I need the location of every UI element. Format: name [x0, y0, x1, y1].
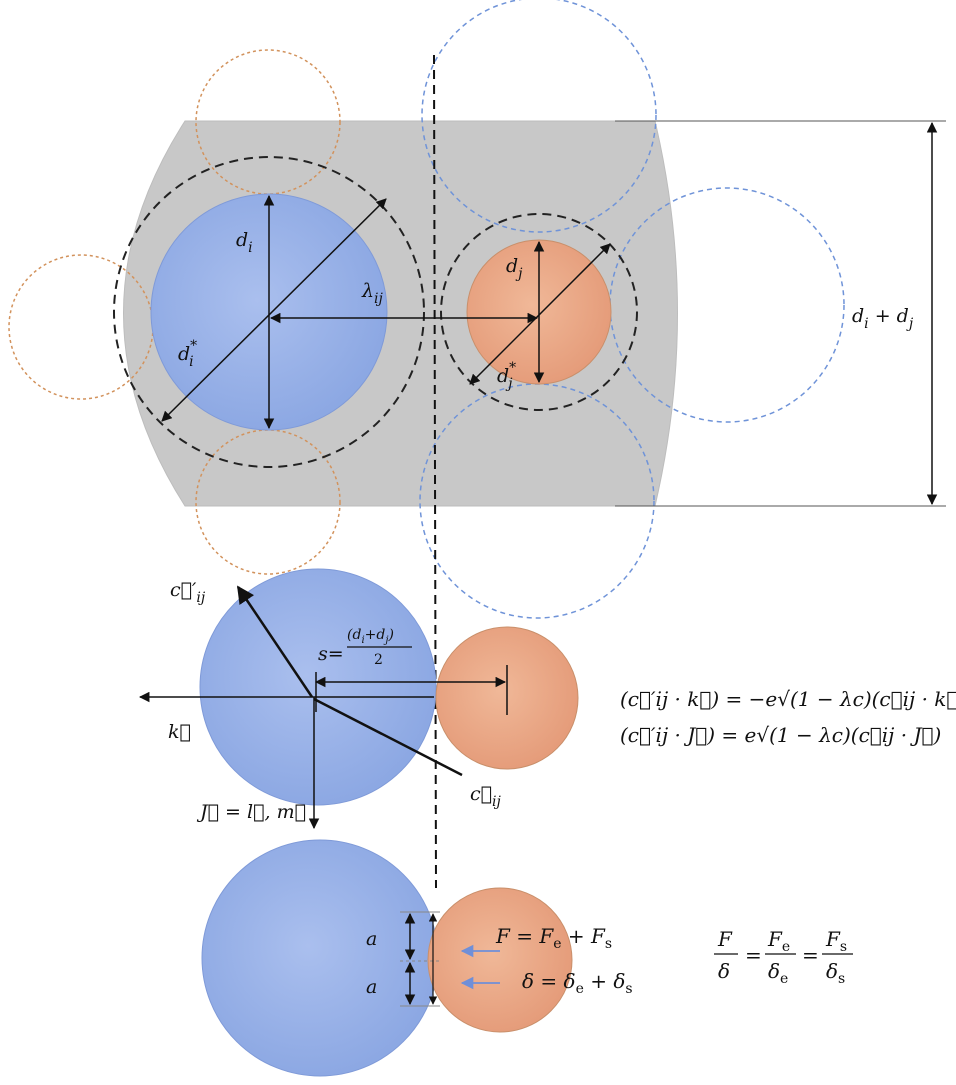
label-d-j-star: d*j: [497, 360, 516, 392]
label-sum-d: di + dj: [852, 305, 914, 332]
equation-tangential: (c⃗′ij · J⃗) = e√(1 − λc)(c⃗ij · J⃗): [620, 723, 941, 747]
label-d-j: dj: [506, 255, 523, 282]
contact-particle-j: [427, 887, 573, 1033]
stiffness-ratio-equation: F δ = Fe δe = Fs δs: [714, 927, 853, 987]
label-s-numerator: (di+dj): [347, 627, 394, 646]
label-lambda: λij: [361, 280, 384, 307]
label-c: c⃗ij: [470, 783, 502, 810]
svg-text:=: =: [802, 943, 819, 967]
contact-reference-line: [433, 54, 437, 889]
ghost-blue-top: [421, 0, 657, 233]
label-a-bottom: a: [366, 976, 377, 998]
collision-particle-i: [199, 568, 437, 806]
equation-normal: (c⃗′ij · k⃗) = −e√(1 − λc)(c⃗ij · k⃗): [620, 687, 956, 711]
svg-text:δ: δ: [718, 959, 730, 983]
label-s-eq: s=: [318, 643, 344, 665]
svg-text:δe: δe: [768, 959, 788, 987]
interaction-radius-j: [440, 213, 638, 411]
label-c-prime: c⃗′ij: [170, 579, 206, 606]
label-a-top: a: [366, 928, 377, 950]
label-d-i: di: [236, 229, 253, 256]
label-delta-sum: δ = δe + δs: [522, 969, 633, 997]
label-force-sum: F = Fe + Fs: [495, 924, 612, 952]
ghost-blue-right: [609, 187, 845, 423]
svg-text:F: F: [717, 927, 733, 951]
svg-text:=: =: [745, 943, 762, 967]
label-d-i-star: d*i: [178, 338, 197, 370]
ghost-orange-top: [195, 49, 341, 195]
label-k: k⃗: [168, 721, 191, 743]
c-vector-line: [313, 697, 463, 777]
contact-particle-i: [201, 839, 439, 1077]
svg-text:δs: δs: [826, 959, 845, 987]
svg-text:Fs: Fs: [825, 927, 847, 955]
label-s-denominator: 2: [374, 652, 383, 668]
interaction-radius-i: [113, 156, 425, 468]
d-i-star-arrow: [161, 198, 387, 422]
svg-text:Fe: Fe: [767, 927, 790, 955]
c-prime-arrow: [236, 585, 314, 698]
label-j-l-m: J⃗ = l⃗, m⃗: [196, 801, 306, 823]
d-j-star-arrow: [469, 243, 611, 385]
